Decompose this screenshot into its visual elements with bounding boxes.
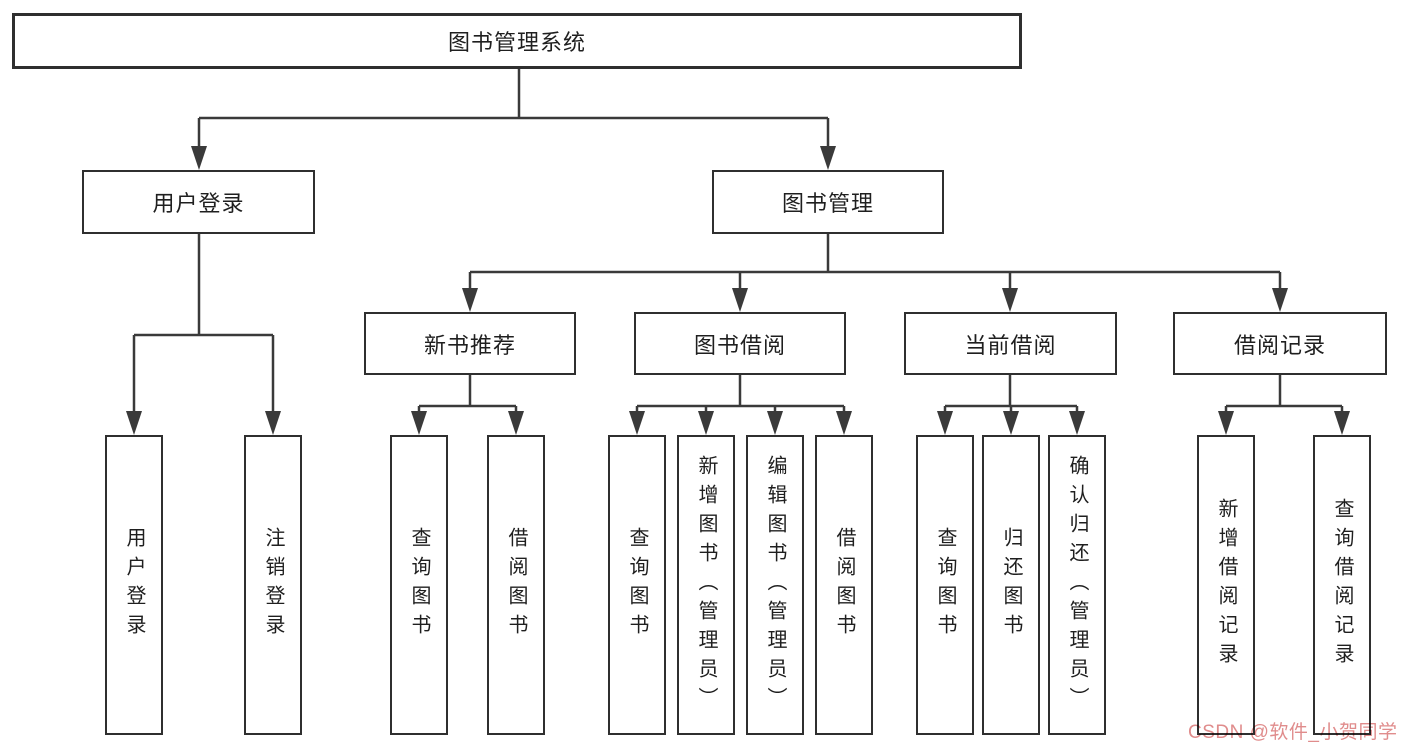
watermark: CSDN @软件_小贺同学	[1188, 722, 1398, 743]
leaf-query-borrow-record-label: 查询借阅记录	[1331, 498, 1353, 672]
node-book-borrow: 图书借阅	[634, 312, 846, 375]
leaf-query-borrow-record: 查询借阅记录	[1313, 435, 1371, 735]
node-root: 图书管理系统	[12, 13, 1022, 69]
leaf-borrow-book-1-label: 借阅图书	[505, 527, 527, 643]
leaf-confirm-return-admin-label: 确认归还（管理员）	[1066, 454, 1088, 716]
leaf-return-book-label: 归还图书	[1000, 527, 1022, 643]
leaf-return-book: 归还图书	[982, 435, 1040, 735]
leaf-confirm-return-admin: 确认归还（管理员）	[1048, 435, 1106, 735]
node-new-book-recommend: 新书推荐	[364, 312, 576, 375]
leaf-add-borrow-record: 新增借阅记录	[1197, 435, 1255, 735]
leaf-edit-book-admin: 编辑图书（管理员）	[746, 435, 804, 735]
node-user-login: 用户登录	[82, 170, 315, 234]
leaf-user-login: 用户登录	[105, 435, 163, 735]
node-book-mgmt: 图书管理	[712, 170, 944, 234]
node-current-borrow: 当前借阅	[904, 312, 1117, 375]
leaf-query-book-3: 查询图书	[916, 435, 974, 735]
leaf-user-login-label: 用户登录	[123, 527, 145, 643]
leaf-borrow-book-1: 借阅图书	[487, 435, 545, 735]
leaf-add-book-admin: 新增图书（管理员）	[677, 435, 735, 735]
leaf-edit-book-admin-label: 编辑图书（管理员）	[764, 454, 786, 716]
leaf-add-borrow-record-label: 新增借阅记录	[1215, 498, 1237, 672]
leaf-query-book-3-label: 查询图书	[934, 527, 956, 643]
leaf-query-book-1-label: 查询图书	[408, 527, 430, 643]
leaf-query-book-1: 查询图书	[390, 435, 448, 735]
leaf-query-book-2-label: 查询图书	[626, 527, 648, 643]
leaf-logout-label: 注销登录	[262, 527, 284, 643]
leaf-add-book-admin-label: 新增图书（管理员）	[695, 454, 717, 716]
leaf-borrow-book-2: 借阅图书	[815, 435, 873, 735]
leaf-borrow-book-2-label: 借阅图书	[833, 527, 855, 643]
node-borrow-records: 借阅记录	[1173, 312, 1387, 375]
leaf-logout: 注销登录	[244, 435, 302, 735]
leaf-query-book-2: 查询图书	[608, 435, 666, 735]
